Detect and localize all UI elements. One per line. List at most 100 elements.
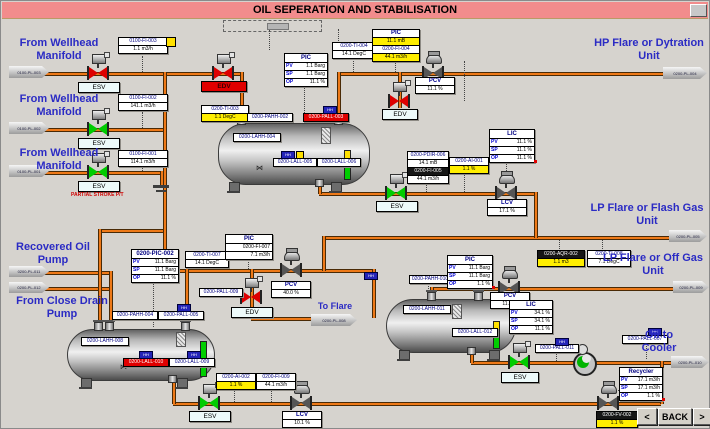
alarm-notch [534,160,537,163]
lcv-valve-2[interactable] [290,381,312,412]
esv-valve-3[interactable] [87,151,110,181]
header-cap [153,185,169,188]
signal-line [556,353,557,361]
vortex-breaker-icon: ⋈ [256,165,263,172]
esv-valve-2[interactable] [87,108,110,138]
outlet-arrow-lp-flash: 0200-PL-005 [669,230,707,242]
alarm-chip: HH [555,338,569,346]
signal-line [395,58,396,72]
pipe-v [337,72,341,123]
vessel-nozzle [180,320,191,331]
nav-prev-button[interactable]: < [637,408,657,425]
pcv-valve-1[interactable] [422,51,444,82]
alarm-chip: HH [177,304,191,312]
pipe-h [16,287,110,291]
alarm-tag: 0200-PAHH-002 [247,113,293,122]
arrow-tag: 0100-PL-001 [17,168,41,174]
pcv-valve-3[interactable] [498,266,520,297]
vortex-breaker-icon: ⋈ [120,364,127,371]
signal-line [646,344,647,359]
signal-line [271,389,272,402]
alarm-tag: 0200-LAHH-004 [233,133,281,142]
pipe-h [323,236,669,240]
alarm-tag: 0200-PALL-009 [199,288,243,297]
inlet-arrow-close-drain: 0200-PL-012 [9,282,49,293]
esv-valve-6[interactable] [508,341,531,371]
pipe-v [185,269,189,327]
pipe-h [164,269,373,273]
vessel-internals [321,127,331,144]
signal-line [142,56,143,72]
alarm-chip: HH [187,351,201,359]
stream-label-oil-cooler: Oil to Cooler [641,329,677,355]
inlet-arrow-wellhead-3: 0100-PL-001 [9,165,49,177]
alarm-chip: HH [323,106,337,114]
vessel-leg [227,182,240,193]
edv-valve-2[interactable] [388,80,411,110]
arrow-tag: 0200-PL-004 [673,70,697,76]
pipe-h [99,229,166,233]
alarm-tag: 0200-PALL-007 [622,335,668,344]
title-button[interactable] [690,4,707,17]
alarm-tag: 0200-LALL-005 [273,158,317,167]
yellow-cap [166,37,176,47]
signal-line [426,181,427,192]
pcv-valve-2[interactable] [280,248,302,279]
signal-line [428,284,429,289]
arrow-tag: 0100-PL-003 [17,69,41,75]
edv-valve-1[interactable] [212,52,235,82]
signal-line [142,165,143,171]
vessel-nozzle [315,179,324,187]
esv-label: ESV [501,372,539,383]
alarm-tag: 0200-LALL-010 [123,358,169,367]
fv-valve[interactable] [597,381,619,412]
outlet-arrow-lp-offgas: 0200-PL-009 [673,281,709,293]
pipe-v [318,181,322,194]
nav-next-button[interactable]: > [693,408,710,425]
stream-label-recovered-oil: Recovered Oil Pump [16,241,90,267]
signal-line [506,158,507,173]
signal-line [304,81,305,123]
arrow-tag: 0200-PL-011 [17,269,41,274]
lcv-valve-1[interactable] [495,171,517,202]
vessel-internals [176,332,186,347]
esv-valve-1[interactable] [87,52,110,82]
alarm-tag: 0200-PAHH-004 [112,311,158,320]
pump-icon[interactable] [573,352,597,376]
stream-label-wellhead-1: From Wellhead Manifold [19,37,99,63]
esv-valve-4[interactable] [385,172,408,202]
pipe-v [470,349,474,363]
nav-target-button[interactable] [267,23,289,30]
edv-valve-3[interactable] [240,276,263,306]
signal-line [613,390,623,391]
stream-label-lp-offgas: LP Flare or Off Gas Unit [602,252,704,278]
stream-label-hp-flare: HP Flare or Dytration Unit [594,37,704,63]
esv-label: ESV [189,411,231,422]
alarm-tag: 0200-PALL-003 [303,113,349,122]
back-button[interactable]: BACK [658,408,692,425]
arrow-tag: 0200-PL-008 [322,317,346,323]
outlet-arrow-to-flare: 0200-PL-008 [311,314,357,326]
alarm-tag: 0200-LALL-012 [452,328,498,337]
vessel-nozzle [467,347,476,355]
